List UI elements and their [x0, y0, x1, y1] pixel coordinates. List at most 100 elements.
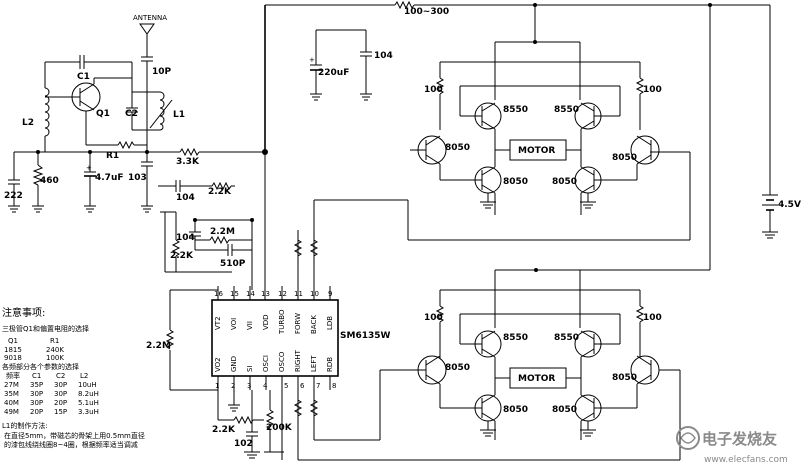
f-row-2-b: 30P	[30, 390, 43, 398]
resistor-22k-left-label: 2.2K	[170, 251, 194, 261]
transistor-8050-bottom-left-label: 8050	[503, 177, 528, 187]
transistor-8550-top-right-label: 8550	[554, 105, 579, 115]
ic-pin-10: 10	[310, 290, 319, 298]
notes-line2: 各频部分各个参数的选择	[2, 362, 79, 371]
antenna-label: ANTENNA	[133, 14, 167, 22]
transistor-8050-left-label: 8050	[445, 143, 470, 153]
supply-section: 100~300 + 220uF 104 4.5V	[264, 0, 801, 460]
cap-103-label: 103	[128, 173, 147, 183]
transistor-8050-right-b-label: 8050	[612, 373, 637, 383]
notes-q-header-r1: R1	[50, 337, 59, 345]
resistor-100-left-icon	[435, 77, 445, 95]
f-row-4-c: 15P	[54, 408, 67, 416]
motor-top-label: MOTOR	[518, 146, 555, 156]
notes-f-header-1: C1	[32, 372, 41, 380]
transistor-8050-right-icon	[630, 135, 660, 165]
ic-label-osco: OSCO	[278, 351, 286, 372]
inductor-l2-label: L2	[22, 118, 34, 128]
f-row-4-b: 20P	[30, 408, 43, 416]
resistor-100-right-b-label: 100	[643, 313, 662, 323]
watermark-url: www.elecfans.com	[704, 455, 788, 465]
resistor-100-300-label: 100~300	[404, 7, 449, 17]
battery-label: 4.5V	[778, 200, 801, 210]
ic-bottom-labels: VO2 GND SI OSCI OSCO RIGHT LEFT RDB	[214, 349, 334, 372]
transistor-8050-right-label: 8050	[612, 153, 637, 163]
ic-sm6135w: SM6135W 16 15 14 13 12 11 10 9 VT2 VOI V…	[211, 152, 390, 460]
ic-label-ldb: LDB	[326, 316, 334, 330]
resistor-22k-bottom-icon	[233, 415, 254, 425]
ic-label-back: BACK	[310, 315, 318, 334]
notes-f-header-3: L2	[80, 372, 88, 380]
ic-label-forw: FORW	[294, 313, 302, 334]
notes-f-header-0: 频率	[6, 371, 20, 380]
resistor-100-right-b-icon	[635, 305, 645, 323]
ic-pin-1: 1	[215, 382, 219, 390]
resistor-33k-label: 3.3K	[176, 157, 200, 167]
f-row-3-b: 30P	[30, 399, 43, 407]
antenna-section: ANTENNA 10P	[133, 14, 172, 92]
cap-220uf-label: 220uF	[318, 68, 349, 78]
ic-peripherals: 104 2.2K 104 2.2M 510P 2.2K	[146, 180, 293, 459]
ic-label-vii: VII	[246, 321, 254, 330]
resistor-22m-top-icon	[209, 235, 230, 245]
resistor-22k-left-icon	[171, 239, 181, 257]
f-row-1-a: 27M	[4, 381, 19, 389]
notes-panel: 注意事项: 三极管Q1和偏置电阻的选择 Q1 R1 1815 240K 9018…	[2, 306, 145, 449]
resistor-r1-icon	[117, 140, 135, 150]
resistor-200k-icon	[265, 409, 275, 430]
ic-label-vdd: VDD	[262, 314, 270, 330]
f-row-2-d: 8.2uH	[78, 390, 99, 398]
ic-top-labels: VT2 VOI VII VDD TURBO FORW BACK LDB	[214, 309, 334, 335]
ic-pin-15: 15	[230, 290, 239, 298]
notes-q-row1-a: 1815	[4, 346, 22, 354]
inductor-l1-icon	[159, 91, 165, 131]
notes-line5: 的漆包线绕线圈8~4圈，根据频率适当调减	[4, 440, 138, 449]
transistor-8050-bottom-left-b-label: 8050	[503, 405, 528, 415]
resistor-100-left-b-icon	[435, 305, 445, 323]
cap-c1-label: C1	[77, 72, 90, 82]
notes-q-row2-a: 9018	[4, 354, 22, 362]
notes-line4: 在直径5mm，带磁芯的骨架上用0.5mm直径	[4, 431, 145, 440]
ic-pin-6: 6	[300, 382, 305, 390]
ic-label-right: RIGHT	[294, 349, 302, 372]
inductor-l2-icon	[44, 87, 50, 137]
notes-title: 注意事项:	[2, 306, 45, 319]
ic-label-gnd: GND	[230, 356, 238, 372]
ic-label-turbo: TURBO	[278, 309, 286, 335]
ic-label-vt2: VT2	[214, 316, 222, 330]
ic-pin-2: 2	[231, 382, 235, 390]
cap-47uf-label: 4.7uF	[95, 173, 124, 183]
notes-line3: L1的制作方法:	[2, 421, 48, 430]
transistor-8550-top-left-label: 8550	[503, 105, 528, 115]
resistor-22k-top-label: 2.2K	[208, 187, 232, 197]
ic-label-osci: OSCI	[262, 355, 270, 372]
cap-104-supply-label: 104	[374, 51, 393, 61]
ic-label-left: LEFT	[310, 355, 318, 372]
ic-label-vo2: VO2	[214, 357, 222, 372]
ic-pin-4: 4	[263, 382, 268, 390]
f-row-1-b: 35P	[30, 381, 43, 389]
transistor-8050-left-b-label: 8050	[445, 363, 470, 373]
ic-pin-3: 3	[247, 382, 251, 390]
ic-label-voi: VOI	[230, 318, 238, 330]
cap-104b-label: 104	[176, 233, 195, 243]
inductor-l1-label: L1	[173, 110, 185, 120]
f-row-4-d: 3.3uH	[78, 408, 99, 416]
resistor-100-left-label: 100	[424, 85, 443, 95]
notes-f-rows: 27M 35P 30P 10uH 35M 30P 30P 8.2uH 40M 3…	[4, 381, 99, 416]
ic-pin-13: 13	[261, 290, 270, 298]
resistor-22k-top-icon	[211, 181, 232, 191]
resistor-200k-label: 200K	[266, 423, 293, 433]
transistor-8550-top-left-b-label: 8550	[503, 333, 528, 343]
resistor-22m-left-label: 2.2M	[146, 341, 171, 351]
resistor-100-left-b-label: 100	[424, 313, 443, 323]
resistor-33k-icon	[179, 147, 200, 157]
h-bridge-bottom: 100 100 8550 8550 MOTOR 8050	[417, 268, 681, 460]
f-row-3-c: 20P	[54, 399, 67, 407]
cap-c2-label: C2	[125, 109, 138, 119]
f-row-1-c: 30P	[54, 381, 67, 389]
ic-pin-8: 8	[332, 382, 336, 390]
f-row-4-a: 49M	[4, 408, 19, 416]
transistor-q1-label: Q1	[96, 109, 110, 119]
